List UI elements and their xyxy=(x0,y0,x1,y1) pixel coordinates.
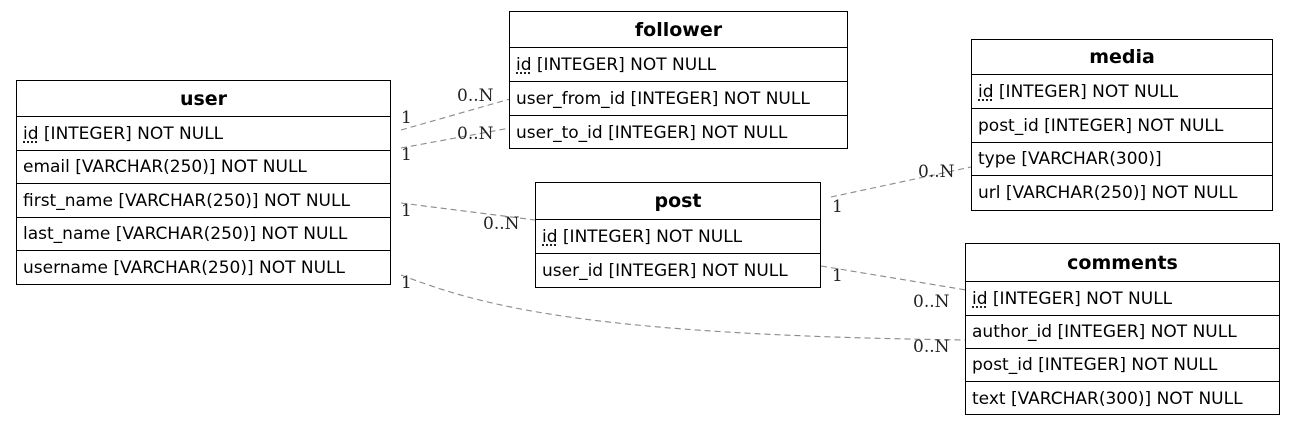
column-row: type [VARCHAR(300)] xyxy=(972,143,1272,176)
pk-label: id xyxy=(978,81,994,102)
column-text: [INTEGER] NOT NULL xyxy=(987,288,1173,309)
column-text: [INTEGER] NOT NULL xyxy=(38,123,224,144)
column-text: [INTEGER] NOT NULL xyxy=(557,226,743,247)
column-text: user_to_id [INTEGER] NOT NULL xyxy=(516,122,788,143)
column-row: url [VARCHAR(250)] NOT NULL xyxy=(972,176,1272,209)
column-row: author_id [INTEGER] NOT NULL xyxy=(966,316,1279,349)
edge-post-comments xyxy=(820,265,967,291)
column-text: post_id [INTEGER] NOT NULL xyxy=(972,355,1218,375)
edge-user-follower-from xyxy=(400,98,511,131)
column-row: id [INTEGER] NOT NULL xyxy=(510,48,847,82)
cardinality-label: 0..N xyxy=(457,86,494,106)
edge-user-post xyxy=(400,202,536,221)
cardinality-label: 0..N xyxy=(913,292,950,312)
column-row: user_from_id [INTEGER] NOT NULL xyxy=(510,82,847,116)
entity-follower[interactable]: follower id [INTEGER] NOT NULL user_from… xyxy=(509,11,848,149)
column-row: user_to_id [INTEGER] NOT NULL xyxy=(510,116,847,149)
entity-title: media xyxy=(972,40,1272,75)
column-row: id [INTEGER] NOT NULL xyxy=(972,75,1272,109)
column-text: author_id [INTEGER] NOT NULL xyxy=(972,322,1237,342)
cardinality-label: 1 xyxy=(401,273,412,293)
column-text: url [VARCHAR(250)] NOT NULL xyxy=(978,182,1238,203)
cardinality-label: 1 xyxy=(401,201,412,221)
entity-title: comments xyxy=(966,244,1279,282)
column-row: post_id [INTEGER] NOT NULL xyxy=(966,349,1279,382)
cardinality-label: 1 xyxy=(401,108,412,128)
edge-post-media xyxy=(830,166,972,198)
cardinality-label: 0..N xyxy=(918,162,955,182)
column-row: username [VARCHAR(250)] NOT NULL xyxy=(17,251,390,284)
entity-user[interactable]: user id [INTEGER] NOT NULL email [VARCHA… xyxy=(16,80,391,285)
entity-title: post xyxy=(536,183,820,220)
column-row: user_id [INTEGER] NOT NULL xyxy=(536,254,820,287)
column-text: text [VARCHAR(300)] NOT NULL xyxy=(972,388,1243,409)
column-text: user_from_id [INTEGER] NOT NULL xyxy=(516,88,810,109)
cardinality-label: 0..N xyxy=(913,337,950,357)
entity-media[interactable]: media id [INTEGER] NOT NULL post_id [INT… xyxy=(971,39,1273,211)
entity-title: user xyxy=(17,81,390,117)
entity-title: follower xyxy=(510,12,847,48)
column-text: [INTEGER] NOT NULL xyxy=(531,54,717,75)
column-text: type [VARCHAR(300)] xyxy=(978,149,1162,169)
cardinality-label: 1 xyxy=(832,266,843,286)
column-text: post_id [INTEGER] NOT NULL xyxy=(978,115,1224,136)
column-text: first_name [VARCHAR(250)] NOT NULL xyxy=(23,190,350,211)
edge-user-follower-to xyxy=(400,127,511,149)
pk-label: id xyxy=(542,226,558,247)
column-row: post_id [INTEGER] NOT NULL xyxy=(972,109,1272,143)
pk-label: id xyxy=(516,54,532,75)
column-row: id [INTEGER] NOT NULL xyxy=(536,220,820,254)
column-row: last_name [VARCHAR(250)] NOT NULL xyxy=(17,218,390,251)
column-text: username [VARCHAR(250)] NOT NULL xyxy=(23,257,345,278)
cardinality-label: 1 xyxy=(832,197,843,217)
pk-label: id xyxy=(23,123,39,144)
entity-comments[interactable]: comments id [INTEGER] NOT NULL author_id… xyxy=(965,243,1280,415)
column-text: user_id [INTEGER] NOT NULL xyxy=(542,260,788,281)
column-row: id [INTEGER] NOT NULL xyxy=(966,282,1279,316)
entity-post[interactable]: post id [INTEGER] NOT NULL user_id [INTE… xyxy=(535,182,821,288)
column-text: [INTEGER] NOT NULL xyxy=(993,81,1179,102)
cardinality-label: 0..N xyxy=(483,214,520,234)
column-row: first_name [VARCHAR(250)] NOT NULL xyxy=(17,184,390,218)
edge-user-comments xyxy=(400,274,967,341)
cardinality-label: 0..N xyxy=(457,124,494,144)
column-text: last_name [VARCHAR(250)] NOT NULL xyxy=(23,224,348,244)
cardinality-label: 1 xyxy=(401,145,412,165)
column-row: id [INTEGER] NOT NULL xyxy=(17,117,390,151)
column-row: text [VARCHAR(300)] NOT NULL xyxy=(966,382,1279,415)
column-text: email [VARCHAR(250)] NOT NULL xyxy=(23,157,307,177)
pk-label: id xyxy=(972,288,988,309)
column-row: email [VARCHAR(250)] NOT NULL xyxy=(17,151,390,184)
